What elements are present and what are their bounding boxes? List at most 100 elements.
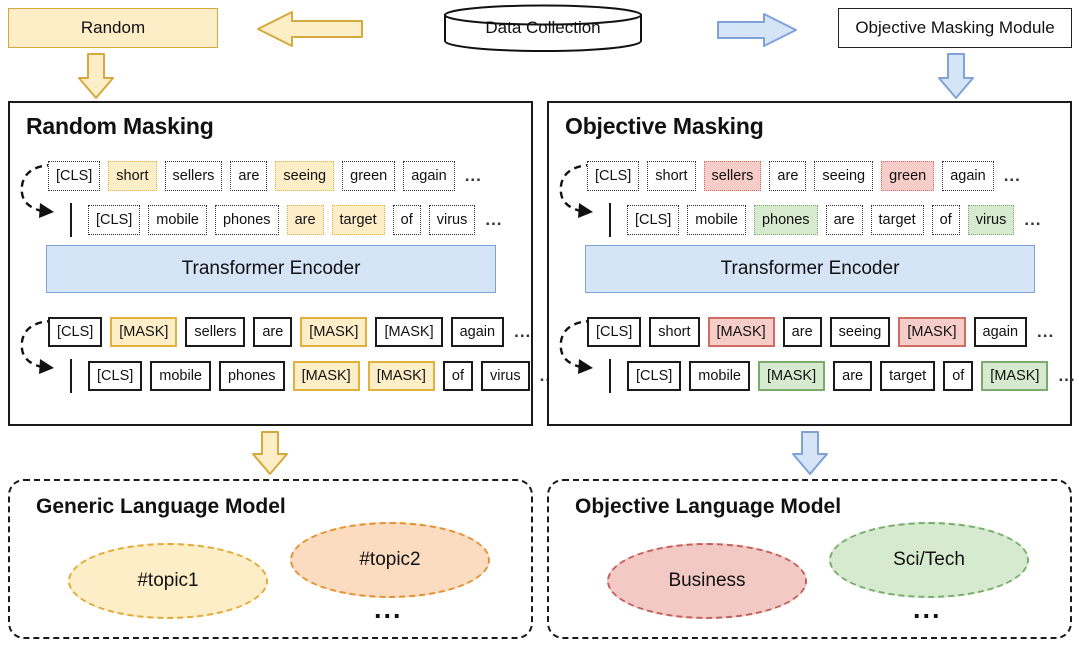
curved-dashed-arrow-top <box>559 163 594 218</box>
row-bar <box>70 203 72 237</box>
random-label: Random <box>80 18 146 37</box>
token-again: again <box>450 317 505 347</box>
left-arrow-yellow <box>256 10 364 48</box>
token-mobile: mobile <box>150 361 211 391</box>
token-are: are <box>253 317 293 347</box>
token-mobile: mobile <box>148 205 207 235</box>
token-seeing: seeing <box>275 161 335 191</box>
token-mobile: mobile <box>689 361 750 391</box>
token-sellers: sellers <box>703 161 762 191</box>
data-collection-cylinder: Data Collection <box>443 4 643 52</box>
token-phones: phones <box>753 205 818 235</box>
token-ellipsis: ... <box>485 210 503 229</box>
token-of: of <box>931 205 960 235</box>
curved-dashed-arrow-bottom <box>20 319 55 374</box>
token-short: short <box>649 317 700 347</box>
topic2-label: #topic2 <box>359 549 421 570</box>
right-arrow-blue <box>716 12 798 48</box>
row-bar <box>609 203 611 237</box>
token-mask: [MASK] <box>898 317 966 347</box>
topic1-label: #topic1 <box>137 570 199 591</box>
token-sellers: sellers <box>164 161 223 191</box>
token-cls: [CLS] <box>587 317 642 347</box>
token-are: are <box>782 317 822 347</box>
down-arrow-blue-bottom <box>790 430 830 476</box>
token-again: again <box>403 161 455 191</box>
curved-dashed-arrow-top <box>20 163 55 218</box>
token-virus: virus <box>428 205 476 235</box>
token-ellipsis: ... <box>1058 366 1076 385</box>
down-arrow-yellow-bottom <box>250 430 290 476</box>
token-mask: [MASK] <box>375 317 443 347</box>
token-again: again <box>942 161 994 191</box>
token-cls: [CLS] <box>627 361 682 391</box>
token-phones: phones <box>214 205 279 235</box>
token-of: of <box>392 205 421 235</box>
token-virus: virus <box>967 205 1015 235</box>
token-green: green <box>881 161 935 191</box>
objective-language-model-title: Objective Language Model <box>575 495 842 518</box>
token-of: of <box>442 361 473 391</box>
transformer-encoder-label: Transformer Encoder <box>720 258 900 279</box>
token-mask: [MASK] <box>757 361 826 391</box>
objective-masking-module-label: Objective Masking Module <box>855 18 1055 37</box>
token-mask: [MASK] <box>707 317 775 347</box>
token-mask: [MASK] <box>981 361 1049 391</box>
token-are: are <box>769 161 807 191</box>
token-cls: [CLS] <box>88 361 143 391</box>
topic1-ellipse[interactable]: #topic1 <box>68 543 268 619</box>
row-bar <box>70 359 72 393</box>
token-mask: [MASK] <box>300 317 368 347</box>
token-seeing: seeing <box>814 161 874 191</box>
random-box[interactable]: Random <box>8 8 218 48</box>
more-topics-dots: ... <box>374 594 403 624</box>
token-again: again <box>973 317 1028 347</box>
token-mask: [MASK] <box>367 361 435 391</box>
token-mobile: mobile <box>687 205 746 235</box>
transformer-encoder-right: Transformer Encoder <box>585 245 1035 293</box>
token-ellipsis: ... <box>514 322 532 341</box>
token-target: target <box>880 361 936 391</box>
token-ellipsis: ... <box>1024 210 1042 229</box>
token-ellipsis: ... <box>464 166 482 185</box>
scitech-ellipse[interactable]: Sci/Tech <box>829 522 1029 598</box>
down-arrow-yellow-left <box>76 52 116 100</box>
token-seeing: seeing <box>829 317 891 347</box>
transformer-encoder-label: Transformer Encoder <box>181 258 361 279</box>
token-cls: [CLS] <box>48 317 103 347</box>
token-mask: [MASK] <box>292 361 360 391</box>
token-of: of <box>943 361 974 391</box>
token-green: green <box>342 161 396 191</box>
token-are: are <box>230 161 268 191</box>
objective-masking-module-box[interactable]: Objective Masking Module <box>838 8 1072 48</box>
down-arrow-blue-right <box>936 52 976 100</box>
generic-language-model-title: Generic Language Model <box>36 495 286 518</box>
token-phones: phones <box>218 361 285 391</box>
token-target: target <box>331 205 385 235</box>
token-short: short <box>108 161 157 191</box>
objective-language-model-box: Objective Language Model Business Sci/Te… <box>547 479 1072 639</box>
token-ellipsis: ... <box>1003 166 1021 185</box>
token-mask: [MASK] <box>110 317 178 347</box>
token-cls: [CLS] <box>48 161 101 191</box>
token-are: are <box>286 205 324 235</box>
objective-masking-title: Objective Masking <box>565 113 764 139</box>
topic2-ellipse[interactable]: #topic2 <box>290 522 490 598</box>
transformer-encoder-left: Transformer Encoder <box>46 245 496 293</box>
token-target: target <box>870 205 924 235</box>
row-bar <box>609 359 611 393</box>
token-short: short <box>647 161 696 191</box>
token-virus: virus <box>480 361 530 391</box>
token-are: are <box>825 205 863 235</box>
business-ellipse[interactable]: Business <box>607 543 807 619</box>
token-cls: [CLS] <box>88 205 141 235</box>
